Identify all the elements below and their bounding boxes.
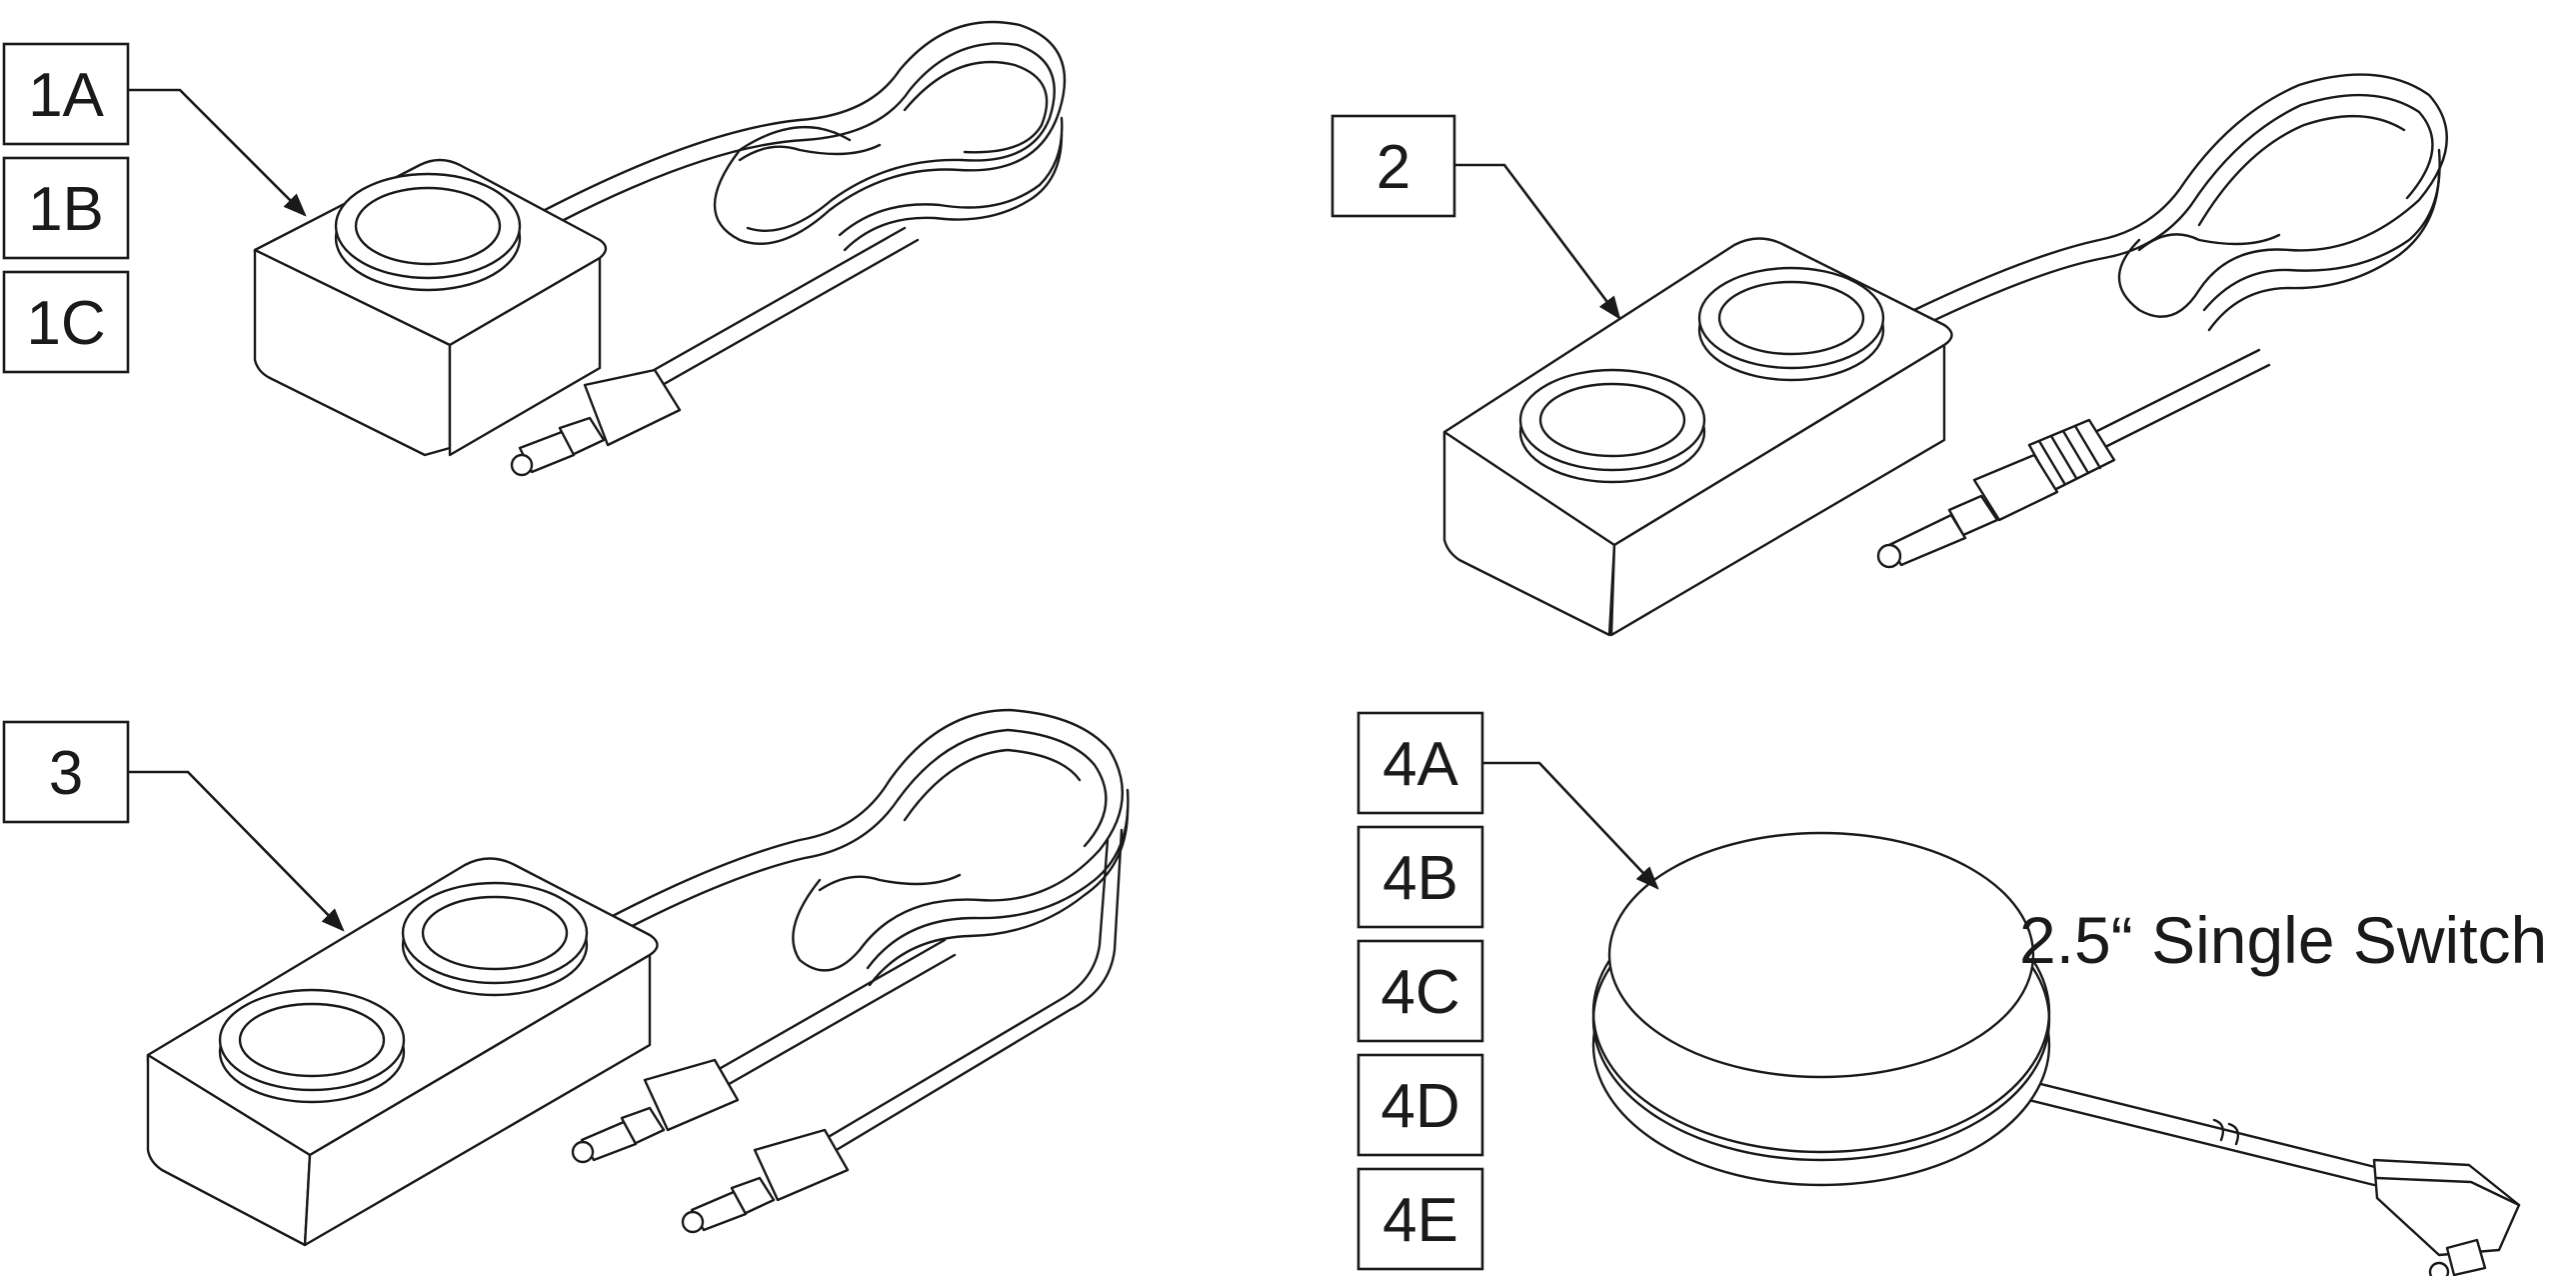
switch-4-housing [1591,831,2051,1187]
switch-2-plug [1876,418,2116,569]
part-label-text: 1B [28,175,104,244]
part-label-frame [2,42,130,146]
part-label-text: 3 [49,739,83,808]
part-label-frame [1356,939,1484,1043]
switch-1-plug [510,368,682,477]
part-label-box: 4B [1356,825,1484,929]
part-label-text: 1C [26,289,105,358]
part-labels-group-2: 2 [1330,114,1456,218]
part-label-frame [2,720,130,824]
part-labels-group-3: 3 [2,720,130,824]
part-label-box: 4E [1356,1167,1484,1271]
switch-3-housing [146,857,659,1247]
part-labels-group-4: 4A 4B 4C 4D 4E [1356,711,1484,1271]
switch-2-housing [1442,237,1953,637]
part-label-box: 1B [2,156,130,260]
part-label-box: 2 [1330,114,1456,218]
part-label-text: 1A [28,61,104,130]
part-label-text: 4C [1380,958,1459,1027]
callout-arrow-3 [128,770,345,932]
switch-2-cable-coil [1912,73,2448,332]
switch-1-cable-coil [543,20,1067,252]
part-label-frame [1330,114,1456,218]
switch-3-plug-a [571,1058,740,1164]
part-label-text: 4D [1380,1072,1459,1141]
part-label-frame [2,156,130,260]
part-label-text: 2 [1376,133,1410,202]
switch-2-cable [2077,348,2261,442]
part-label-frame [1356,1167,1484,1271]
callout-arrows [128,88,1659,932]
switch-1-single-button-illustration [253,20,1067,477]
part-label-frame [2,270,130,374]
switch-4-round-illustration [1591,831,2521,1276]
part-labels-group-1: 1A 1B 1C [2,42,130,374]
switch-2-dual-button-illustration [1442,73,2448,637]
part-label-box: 3 [2,720,130,824]
part-label-box: 1A [2,42,130,146]
switch-3-cable-a [698,938,947,1082]
part-label-text: 4A [1382,730,1458,799]
part-label-box: 1C [2,270,130,374]
callout-arrow-2 [1454,163,1621,320]
part-label-box: 4D [1356,1053,1484,1157]
part-label-frame [1356,711,1484,815]
switch-1-housing [253,158,608,457]
switch-4-caption: 2.5“ Single Switch [2019,903,2547,977]
part-label-box: 4A [1356,711,1484,815]
switch-4-right-angle-plug [2372,1158,2521,1276]
switch-3-dual-button-two-plug-illustration [146,708,1130,1247]
switch-3-plug-b [681,1128,850,1234]
callout-arrow-1 [128,88,307,217]
part-label-frame [1356,825,1484,929]
switch-1-cable [608,226,907,397]
switch-3-cable-coil [603,708,1130,1162]
part-label-box: 4C [1356,939,1484,1043]
part-label-text: 4E [1382,1186,1458,1255]
part-label-frame [1356,1053,1484,1157]
callout-arrow-4 [1482,761,1659,890]
part-label-text: 4B [1382,844,1458,913]
